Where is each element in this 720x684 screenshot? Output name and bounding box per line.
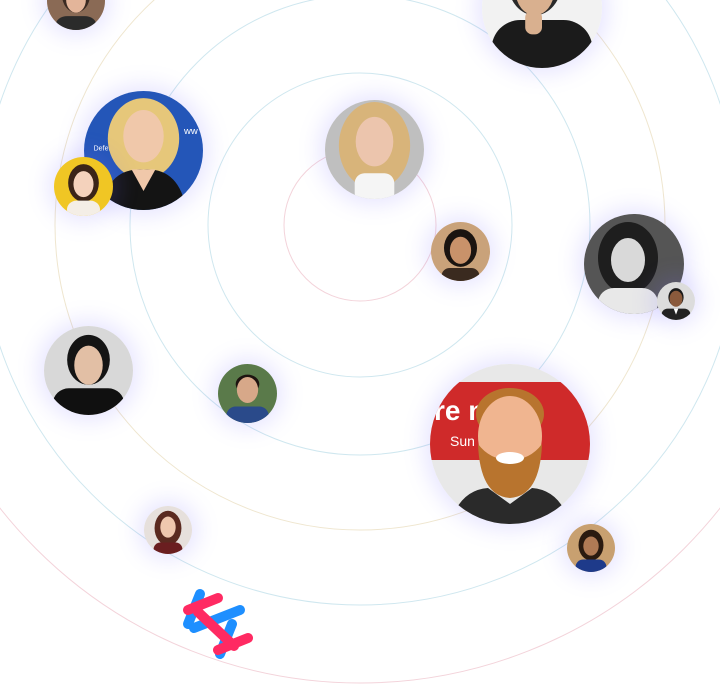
svg-text:ww: ww [183,126,198,137]
avatar-bearded-man-festival[interactable]: re ng F Sun Festiva [430,364,590,524]
orbit-ring [207,72,513,378]
hashtag-logo-icon [183,589,253,659]
avatar-woman-red-hair[interactable] [144,506,192,554]
avatar-dark-hair-man[interactable] [44,326,133,415]
avatar-curly-blonde-woman[interactable] [325,100,424,199]
avatar-blonde-woman-blue-backdrop[interactable]: Defense Fundww [84,91,203,210]
avatar-woman-small-bottom-right[interactable] [567,524,615,572]
avatar-man-suit-small[interactable] [657,282,695,320]
avatar-man-blue-shirt[interactable] [218,364,277,423]
avatar-woman-grayscale[interactable] [584,214,684,314]
avatar-woman-yellow-bg[interactable] [54,157,113,216]
avatar-man-long-hair[interactable] [431,222,490,281]
orbit-ring [0,0,720,606]
orbit-ring [129,0,591,456]
